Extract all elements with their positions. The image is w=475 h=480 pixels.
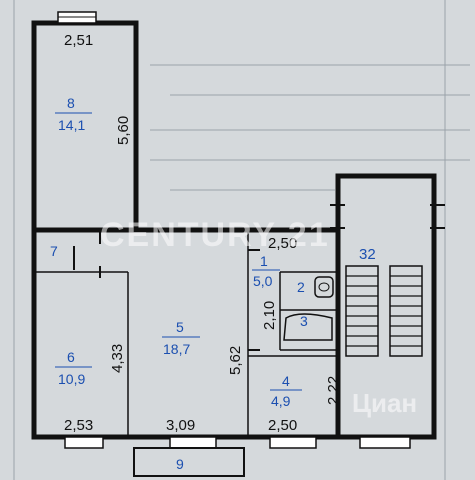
room-4-number: 4 <box>282 373 290 389</box>
dim-room8-length: 5,60 <box>115 116 132 145</box>
room-8-number: 8 <box>67 95 75 111</box>
dim-hall-width: 2,50 <box>268 235 297 252</box>
dim-top-width: 2,51 <box>64 32 93 49</box>
century21-watermark: CENTURY 21 <box>100 216 330 254</box>
room-6-number: 6 <box>67 349 75 365</box>
room-3-number: 3 <box>300 313 308 329</box>
staircase <box>345 265 423 357</box>
balcony-outline <box>133 447 245 477</box>
dim-room5-length: 5,62 <box>227 346 244 375</box>
room-5-number: 5 <box>176 319 184 335</box>
room-7-number: 7 <box>50 243 58 259</box>
background-form-lines <box>13 0 470 480</box>
door-marks <box>73 204 445 351</box>
room-1-area: 5,0 <box>253 273 273 289</box>
dim-bottom-mid: 3,09 <box>166 417 195 434</box>
bathroom-fixtures <box>283 276 334 341</box>
dim-room4-length: 2,22 <box>325 376 342 405</box>
cian-watermark: Циан <box>352 388 417 418</box>
room-8-area: 14,1 <box>58 117 85 133</box>
room-5-area: 18,7 <box>163 341 190 357</box>
room-9-number: 9 <box>176 456 184 472</box>
windows <box>57 11 411 449</box>
room-2-number: 2 <box>297 279 305 295</box>
room-1-number: 1 <box>260 253 268 269</box>
room-6-area: 10,9 <box>58 371 85 387</box>
dim-bottom-right: 2,50 <box>268 417 297 434</box>
dim-room6-length: 4,33 <box>109 344 126 373</box>
dim-bottom-left: 2,53 <box>64 417 93 434</box>
room-4-area: 4,9 <box>271 393 291 409</box>
dim-room1-length: 2,10 <box>261 301 278 330</box>
stair-number: 32 <box>359 246 376 263</box>
